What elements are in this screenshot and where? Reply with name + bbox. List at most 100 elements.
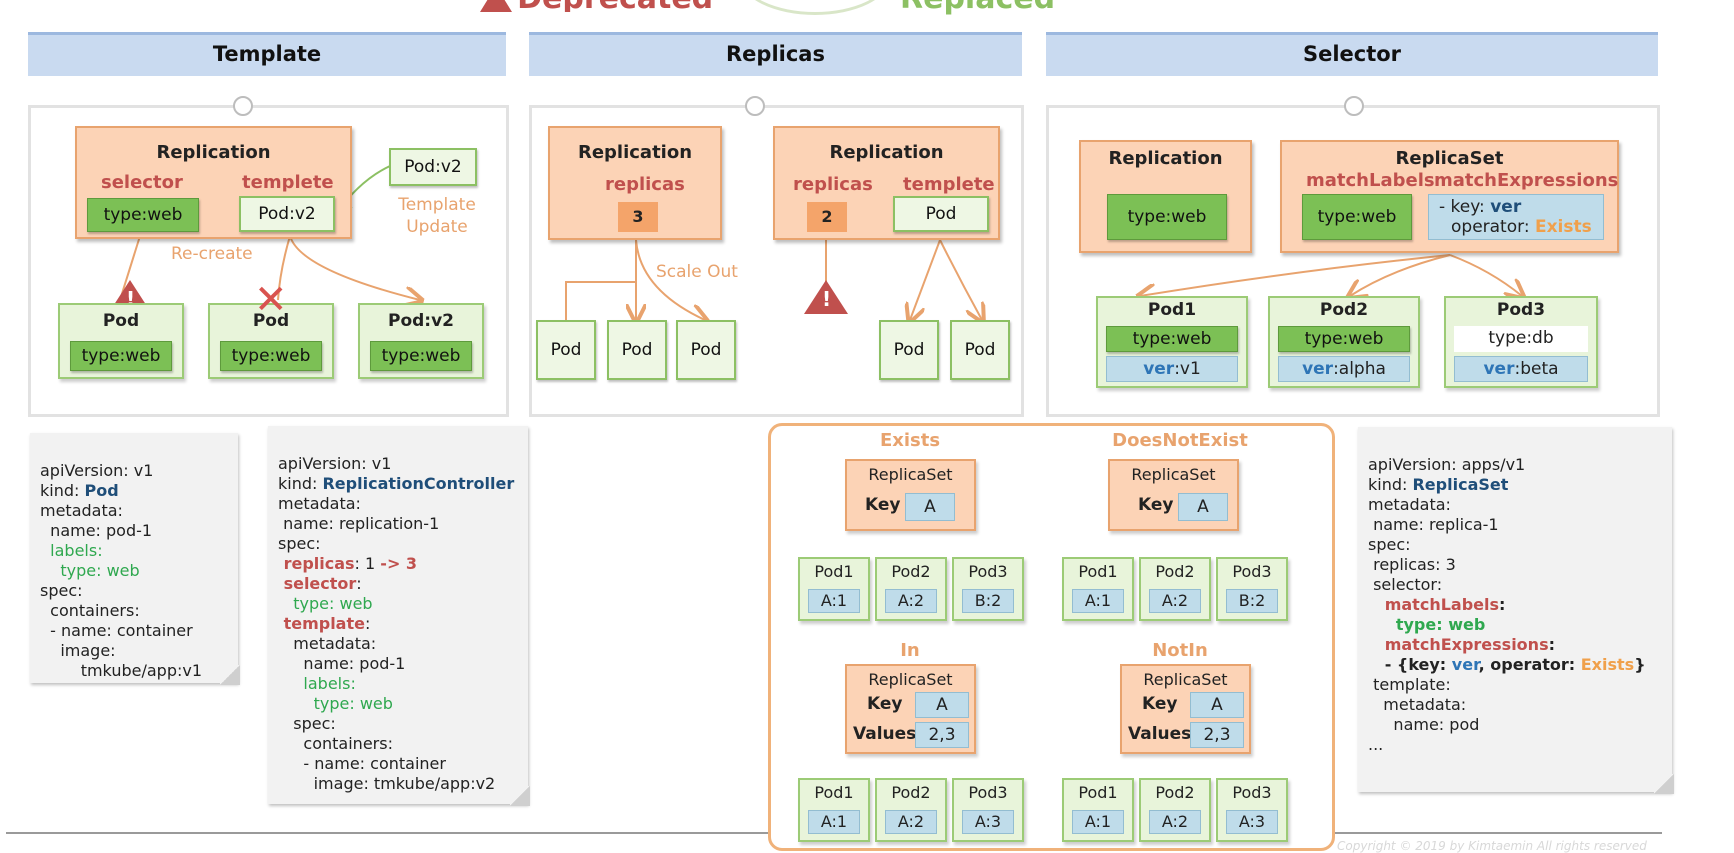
- yaml-line: apiVersion: apps/v1: [1368, 455, 1526, 474]
- yaml-line: labels:: [40, 541, 103, 560]
- yaml-line: labels:: [278, 674, 356, 693]
- key-value: A: [905, 493, 955, 521]
- key-label: Key: [1142, 694, 1178, 714]
- pod-label: A:2: [885, 810, 937, 834]
- values-label: Values: [1128, 724, 1192, 744]
- pod-box: Pod: [676, 320, 736, 380]
- pod-title: Pod3: [968, 562, 1008, 581]
- pod-title: Pod2: [1319, 300, 1369, 320]
- yaml-line: template:: [1368, 675, 1451, 694]
- warning-icon: [804, 280, 848, 314]
- templete-label: templete: [903, 174, 995, 195]
- pod-card: Pod type:web: [208, 303, 334, 379]
- values-value: 2,3: [1190, 722, 1244, 748]
- yaml-line: replicas: 1 -> 3: [278, 554, 518, 574]
- yaml-line: type: web: [278, 694, 393, 713]
- pod-label: B:2: [962, 589, 1014, 613]
- pod-v2-source: Pod:v2: [389, 148, 477, 186]
- warning-icon: [480, 0, 512, 12]
- pod-title: Pod1: [1078, 783, 1118, 802]
- pod-type-tag: type:web: [1106, 326, 1238, 352]
- pod-type-tag: type:web: [1278, 326, 1410, 352]
- pod-title: Pod1: [814, 562, 854, 581]
- pod-label: B:2: [1226, 589, 1278, 613]
- pod-label: A:3: [962, 810, 1014, 834]
- pod-title: Pod1: [814, 783, 854, 802]
- does-not-exist-title: DoesNotExist: [1112, 430, 1248, 451]
- replicas-value: 2: [807, 202, 847, 232]
- yaml-expr-e: }: [1634, 655, 1646, 674]
- replicaset-box: ReplicaSet Key A Values 2,3: [1120, 664, 1251, 754]
- replicaset-title: ReplicaSet: [1143, 670, 1228, 689]
- scale-out-label: Scale Out: [656, 262, 738, 282]
- replicaset-box: ReplicaSet Key A: [845, 459, 976, 531]
- template-pod-tag: Pod: [893, 196, 989, 232]
- yaml-line: containers:: [278, 734, 393, 753]
- ver-key: ver: [1302, 359, 1334, 379]
- yaml-kind-value: ReplicaSet: [1412, 475, 1509, 494]
- pod-title: Pod: [102, 311, 140, 331]
- key-value: A: [1190, 692, 1244, 718]
- recreate-label: Re-create: [171, 244, 253, 264]
- match-expression-tag: - key: ver operator: Exists: [1428, 194, 1604, 240]
- yaml-replicas-key: replicas: [278, 554, 355, 573]
- yaml-replicas-change: -> 3: [380, 554, 418, 573]
- pod-ver-tag: ver:v1: [1106, 356, 1238, 382]
- match-labels-tag: type:web: [1302, 194, 1412, 240]
- expr-key-value: ver: [1490, 197, 1522, 217]
- ver-value: :beta: [1514, 359, 1559, 379]
- yaml-colon: :: [356, 574, 362, 593]
- yaml-line: metadata:: [1368, 495, 1451, 514]
- yaml-line: name: replica-1: [1368, 515, 1499, 534]
- selector-tag: type:web: [87, 198, 199, 232]
- pod-card: Pod3 type:db ver:beta: [1444, 296, 1598, 388]
- pod-title: Pod: [252, 311, 290, 331]
- yaml-line: name: pod-1: [278, 654, 406, 673]
- yaml-line: containers:: [40, 601, 140, 620]
- pod-label: A:1: [808, 810, 860, 834]
- replication-box: Replication type:web: [1079, 140, 1252, 253]
- exists-title: Exists: [879, 430, 941, 451]
- yaml-line: tmkube/app:v1: [40, 661, 203, 680]
- page-curl: [510, 786, 530, 806]
- yaml-line: selector:: [1368, 575, 1443, 594]
- pod-label: A:1: [1072, 810, 1124, 834]
- match-expressions-label: matchExpressions: [1434, 170, 1619, 191]
- yaml-line: apiVersion: v1: [278, 454, 392, 473]
- yaml-line: template:: [278, 614, 518, 634]
- yaml-expr-a: - {key:: [1368, 655, 1452, 674]
- yaml-expr-key: ver: [1451, 655, 1479, 674]
- pod-title: Pod3: [1232, 783, 1272, 802]
- yaml-replicas-value: : 1: [354, 554, 381, 573]
- pod-ver-tag: ver:alpha: [1278, 356, 1410, 382]
- yaml-kind-prefix: kind:: [1368, 475, 1413, 494]
- pod-title: Pod2: [1155, 562, 1195, 581]
- template-update-line1: Template: [398, 195, 476, 215]
- yaml-kind-value: ReplicationController: [322, 474, 515, 493]
- yaml-line: - name: container: [40, 621, 193, 640]
- yaml-line: metadata:: [1368, 695, 1467, 714]
- yaml-expr-c: , operator:: [1478, 655, 1581, 674]
- key-label: Key: [867, 694, 903, 714]
- replication-box: Replication replicas 3: [548, 126, 722, 240]
- yaml-line: kind: ReplicaSet: [1368, 475, 1662, 495]
- yaml-line: kind: ReplicationController: [278, 474, 518, 494]
- replicaset-title: ReplicaSet: [1131, 465, 1216, 484]
- yaml-line: type: web: [1368, 615, 1486, 634]
- yaml-line: image: tmkube/app:v2: [278, 774, 496, 793]
- pod-box: Pod: [607, 320, 667, 380]
- yaml-line: metadata:: [278, 634, 377, 653]
- yaml-line: apiVersion: v1: [40, 461, 154, 480]
- replicas-header: Replicas: [529, 32, 1022, 76]
- yaml-line: image:: [40, 641, 116, 660]
- yaml-line: kind: Pod: [40, 481, 228, 501]
- ver-value: :v1: [1174, 359, 1201, 379]
- yaml-kind-prefix: kind:: [278, 474, 323, 493]
